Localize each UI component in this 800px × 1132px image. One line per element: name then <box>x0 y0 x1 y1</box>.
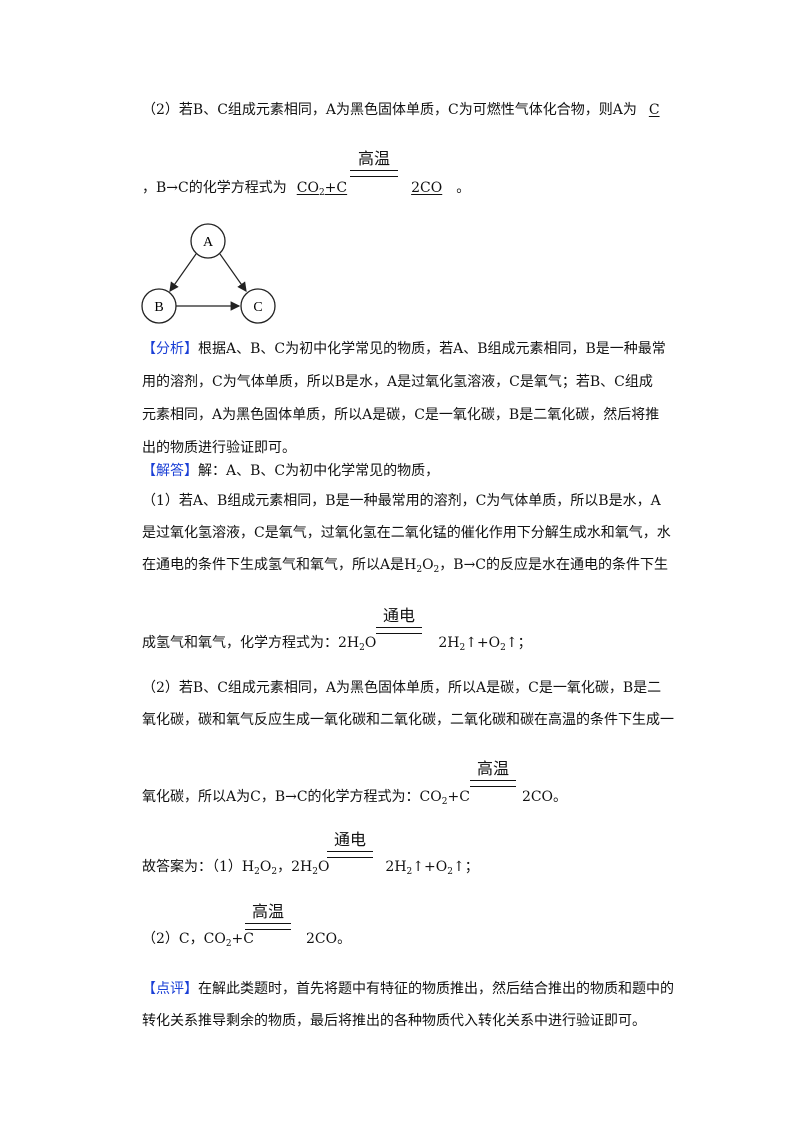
arrow-a-to-c <box>219 253 247 292</box>
node-c-label: C <box>253 300 262 315</box>
analysis-line3: 元素相同，A为黑色固体单质，所以A是碳，C是一氧化碳，B是二氧化碳，然后将推 <box>142 407 660 423</box>
solution-tag: 【解答】 <box>142 463 198 479</box>
solution-p1-line1: （1）若A、B组成元素相同，B是一种最常用的溶剂，C为气体单质，所以B是水，A <box>142 493 661 509</box>
analysis-tag: 【分析】 <box>142 341 198 357</box>
node-c <box>240 288 276 324</box>
analysis-line4: 出的物质进行验证即可。 <box>142 440 296 456</box>
solution-p1-line3: 在通电的条件下生成氢气和氧气，所以A是H2O2，B→C的反应是水在通电的条件下生 <box>142 557 669 575</box>
q2-answer-blank: C <box>648 102 660 118</box>
solution-p2-line1: （2）若B、C组成元素相同，A为黑色固体单质，所以A是碳，C是一氧化碳，B是二 <box>142 680 662 696</box>
node-a-label: A <box>203 235 214 250</box>
node-b-label: B <box>154 300 163 315</box>
node-a <box>190 223 226 259</box>
comment-line1: 【点评】在解此类题时，首先将题中有特征的物质推出，然后结合推出的物质和题中的 <box>142 981 674 997</box>
solution-condition-electrolysis: 通电 <box>376 607 422 634</box>
solution-p1-line2: 是过氧化氢溶液，C是氧气，过氧化氢在二氧化锰的催化作用下分解生成水和氧气，水 <box>142 525 671 541</box>
comment-tag: 【点评】 <box>142 981 198 997</box>
solution-intro: 【解答】解：A、B、C为初中化学常见的物质， <box>142 463 440 479</box>
solution-condition-high-temp: 高温 <box>470 760 516 787</box>
q2-reaction-condition: 高温 <box>350 150 398 177</box>
comment-line2: 转化关系推导剩余的物质，最后将推出的各种物质代入转化关系中进行验证即可。 <box>142 1013 646 1029</box>
answer-condition-high-temp: 高温 <box>245 903 291 930</box>
analysis-line2: 用的溶剂，C为气体单质，所以B是水，A是过氧化氢溶液，C是氧气；若B、C组成 <box>142 374 653 390</box>
arrow-a-to-b <box>169 253 197 292</box>
analysis-line1: 【分析】根据A、B、C为初中化学常见的物质，若A、B组成元素相同，B是一种最常 <box>142 341 666 357</box>
abc-relation-diagram: A B C <box>141 223 276 324</box>
solution-p2-line2: 氧化碳，碳和氧气反应生成一氧化碳和二氧化碳，二氧化碳和碳在高温的条件下生成一 <box>142 712 674 728</box>
answer-condition-electrolysis: 通电 <box>327 831 373 858</box>
